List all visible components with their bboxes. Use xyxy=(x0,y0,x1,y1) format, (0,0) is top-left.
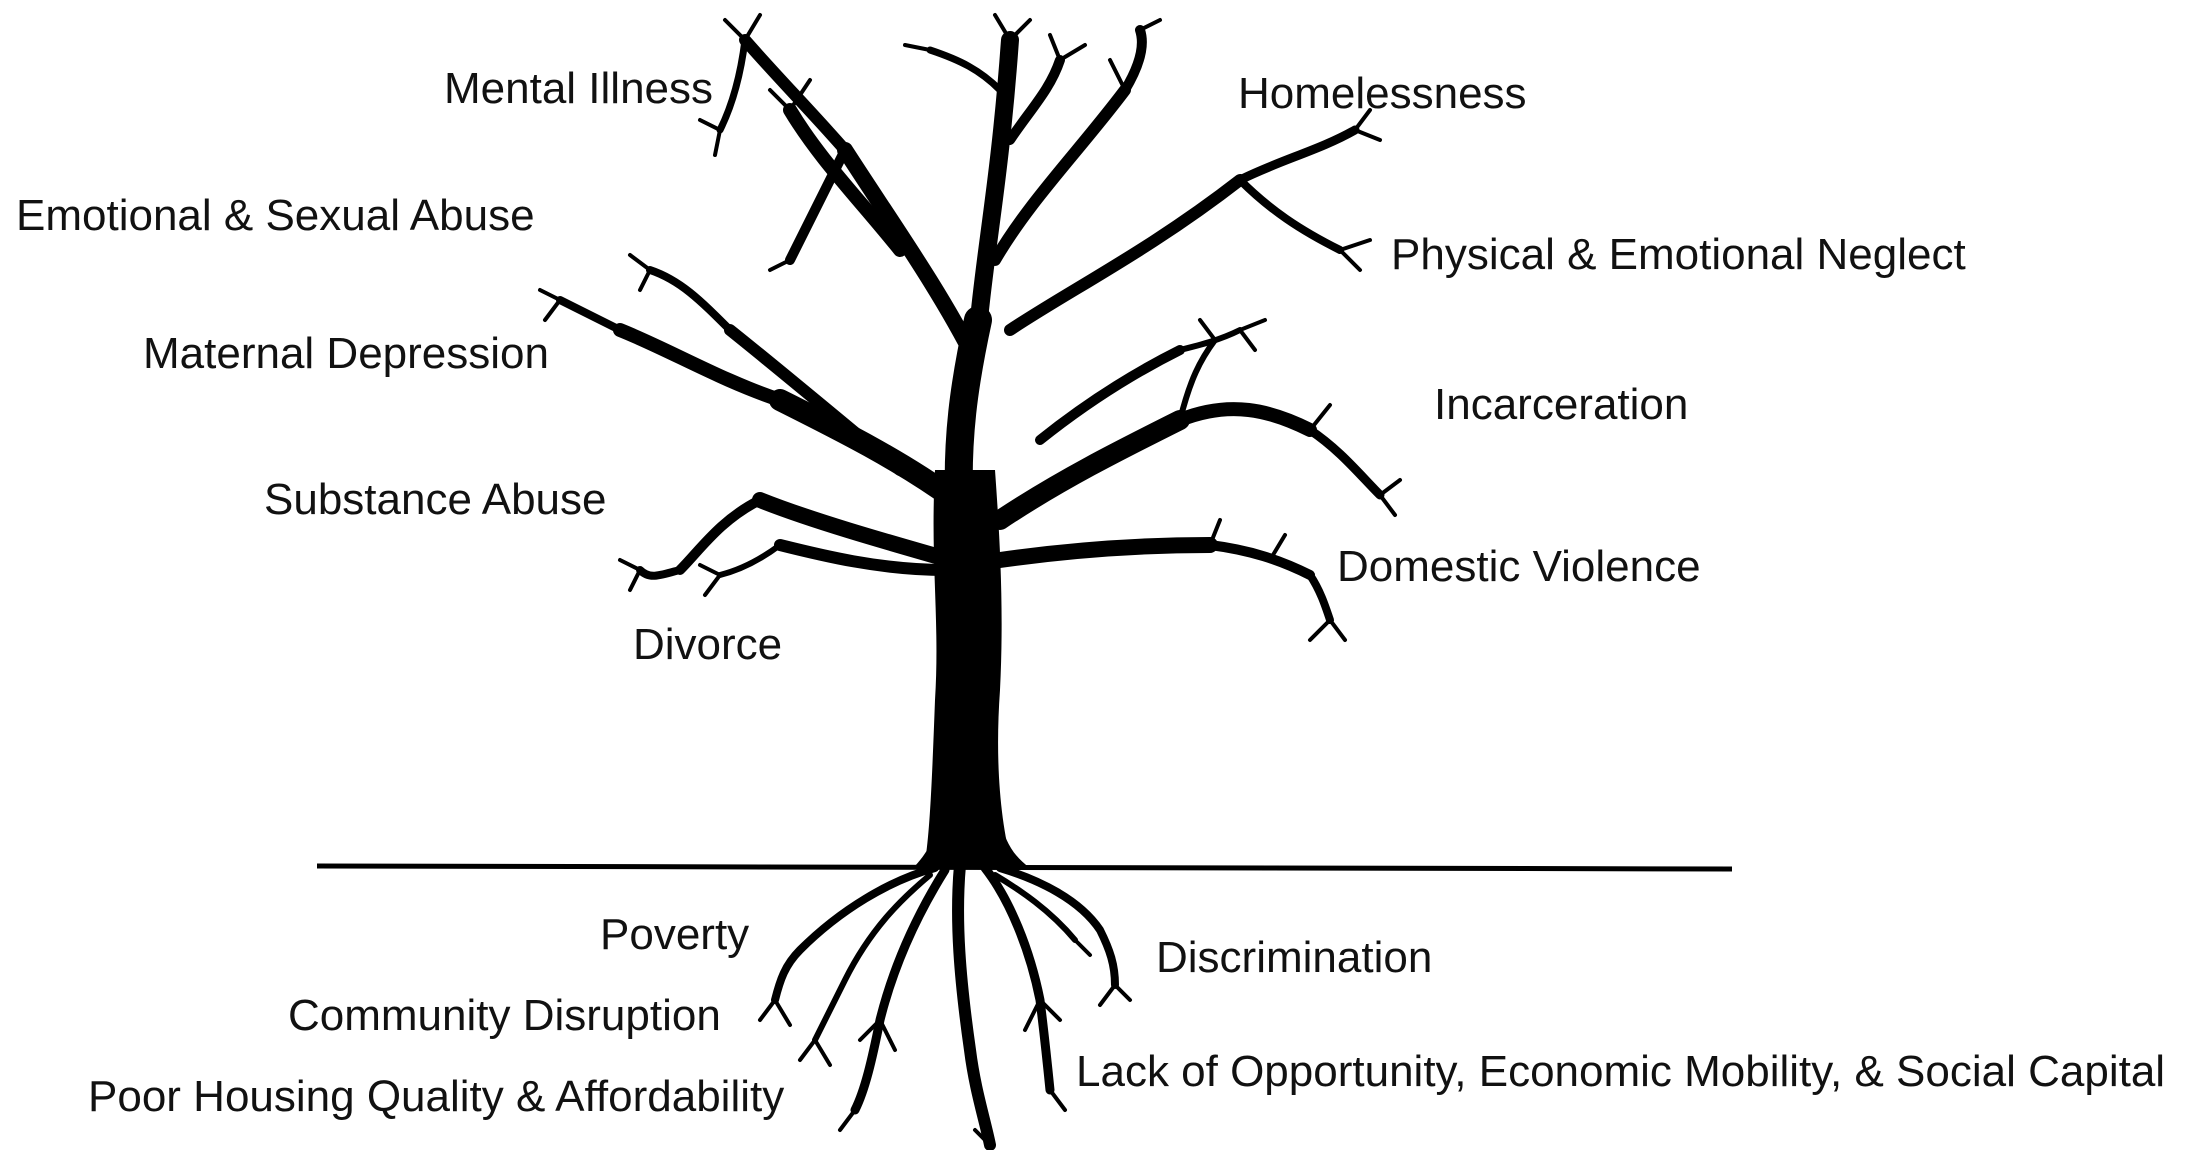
label-mental-illness: Mental Illness xyxy=(444,64,714,113)
label-substance-abuse: Substance Abuse xyxy=(264,475,607,524)
label-domestic-violence: Domestic Violence xyxy=(1337,542,1701,591)
label-maternal-depression: Maternal Depression xyxy=(143,329,549,378)
label-incarceration: Incarceration xyxy=(1434,380,1689,429)
tree-trunk xyxy=(915,470,1030,868)
label-physical-emotional-neglect: Physical & Emotional Neglect xyxy=(1391,230,1966,279)
tree-roots xyxy=(758,859,1132,1150)
label-emotional-sexual-abuse: Emotional & Sexual Abuse xyxy=(16,191,535,240)
label-divorce: Divorce xyxy=(633,620,783,669)
label-community-disruption: Community Disruption xyxy=(288,991,721,1040)
label-homelessness: Homelessness xyxy=(1238,69,1527,118)
tree-twigs xyxy=(538,13,1402,642)
label-lack-of-opportunity: Lack of Opportunity, Economic Mobility, … xyxy=(1076,1047,2166,1096)
label-poverty: Poverty xyxy=(600,910,750,959)
tree-branches xyxy=(556,25,1385,624)
label-discrimination: Discrimination xyxy=(1156,933,1433,982)
label-poor-housing: Poor Housing Quality & Affordability xyxy=(88,1072,785,1121)
